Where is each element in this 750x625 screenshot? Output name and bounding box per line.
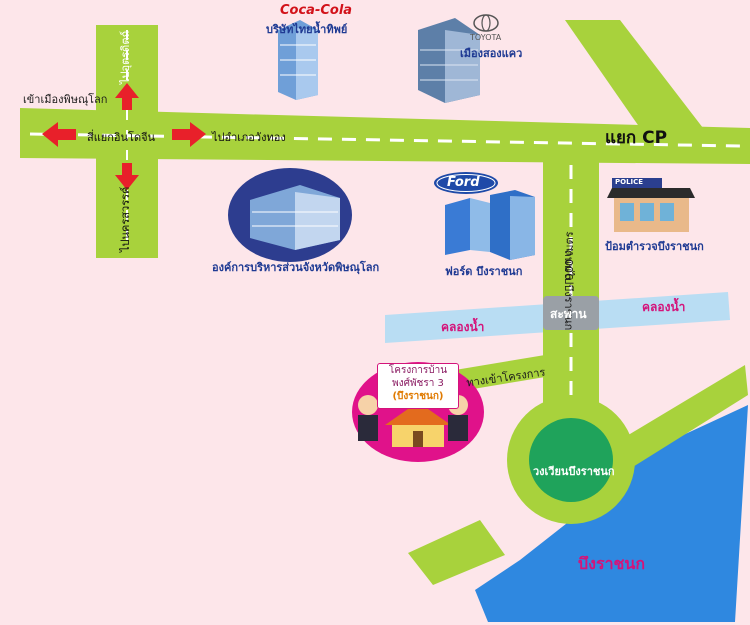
arrow-up-icon <box>115 83 139 110</box>
arrow-left-icon <box>42 122 76 147</box>
east-road <box>620 365 748 470</box>
lake <box>475 405 748 622</box>
bridge-label: สะพาน <box>550 307 587 321</box>
ford-logo-icon <box>434 172 498 194</box>
provincial-admin-building-icon <box>228 168 352 262</box>
project-name-line2: พงศ์พัชรา 3 <box>392 378 444 389</box>
project-name-line1: โครงการบ้าน <box>388 365 448 376</box>
cp-junction-label: แยก CP <box>605 128 668 148</box>
diagonal-road <box>565 20 703 128</box>
coca-cola-building-icon <box>278 20 318 100</box>
project-sign: โครงการบ้าน พงศ์พัชรา 3 (บึงราชนก) <box>377 363 459 409</box>
to-city-label: เข้าเมืองพิษณุโลก <box>23 93 108 106</box>
coca-cola-logo: Coca-Cola <box>280 3 353 18</box>
provincial-admin-label: องค์การบริหารส่วนจังหวัดพิษณุโลก <box>212 261 380 274</box>
intersection-label: สี่แยกอินโดจีน <box>87 131 156 144</box>
police-label: ป้อมตำรวจบึงราชนก <box>605 240 704 253</box>
southwest-road <box>408 520 505 585</box>
police-sign: POLICE <box>615 178 644 186</box>
canal-right-label: คลองน้ำ <box>642 300 686 314</box>
roundabout-label: วงเวียนบึงราชนก <box>533 465 615 478</box>
ford-logo: Ford <box>447 175 480 190</box>
house-icon <box>385 402 451 447</box>
arrow-right-icon <box>172 122 206 147</box>
to-wangthong-label: ไปอำเภอวังทอง <box>212 131 286 144</box>
arrow-down-icon <box>115 163 139 190</box>
ford-label: ฟอร์ด บึงราชนก <box>445 265 523 278</box>
coca-cola-label: บริษัทไทยน้ำทิพย์ <box>266 23 348 36</box>
person-left-icon <box>358 395 378 441</box>
toyota-label: เมืองสองแคว <box>460 47 523 60</box>
toyota-building-icon <box>418 18 480 103</box>
canal-left-label: คลองน้ำ <box>441 320 485 334</box>
police-booth-icon <box>607 178 695 232</box>
main-road <box>20 108 750 164</box>
bridge <box>543 296 599 330</box>
toyota-logo-icon <box>473 14 499 32</box>
project-entrance-road <box>455 355 545 392</box>
ford-building-icon <box>445 190 535 260</box>
lake-label: บึงราชนก <box>578 554 646 573</box>
to-uttaradit-label: ไปอุตรดิตถ์ <box>119 30 132 84</box>
project-name-line3: (บึงราชนก) <box>392 391 444 402</box>
to-nakhonsawan-label: ไปนครสวรรค์ <box>119 186 132 252</box>
roundabout-center <box>529 418 613 502</box>
toyota-logo: TOYOTA <box>470 33 502 42</box>
